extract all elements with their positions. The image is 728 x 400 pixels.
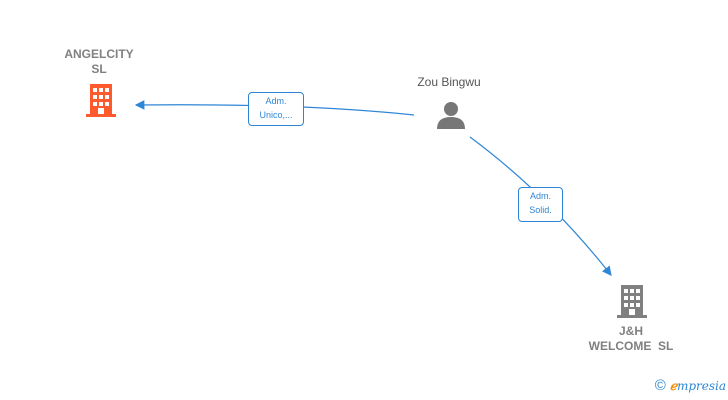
person-icon[interactable] — [437, 102, 465, 129]
company-name-line1: J&H — [618, 324, 643, 338]
edge-label-line2: Solid. — [529, 205, 552, 215]
brand-logo-text: mpresia — [676, 378, 726, 393]
building-icon[interactable] — [86, 84, 116, 117]
brand-logo-e: ℯ — [669, 378, 677, 393]
company-label-jh[interactable]: J&H WELCOME SL — [581, 324, 681, 354]
brand-logo: ℯmpresia — [670, 379, 726, 393]
edge-label-line1: Adm. — [529, 191, 551, 201]
edge-label-adm-solid[interactable]: Adm. Solid. — [518, 187, 563, 222]
company-name-line1: ANGELCITY — [64, 47, 134, 61]
building-icon[interactable] — [617, 285, 647, 318]
edge-label-line2: Unico,... — [259, 110, 293, 120]
company-name-line2: WELCOME SL — [588, 339, 674, 353]
company-name-line2: SL — [91, 62, 107, 76]
copyright-icon: © — [654, 377, 666, 394]
company-label-angelcity[interactable]: ANGELCITY SL — [52, 47, 146, 77]
person-label-zou[interactable]: Zou Bingwu — [417, 75, 481, 89]
edge-label-adm-unico[interactable]: Adm. Unico,... — [248, 92, 304, 126]
copyright-footer: © ℯmpresia — [655, 377, 726, 394]
edge-label-line1: Adm. — [265, 96, 287, 106]
